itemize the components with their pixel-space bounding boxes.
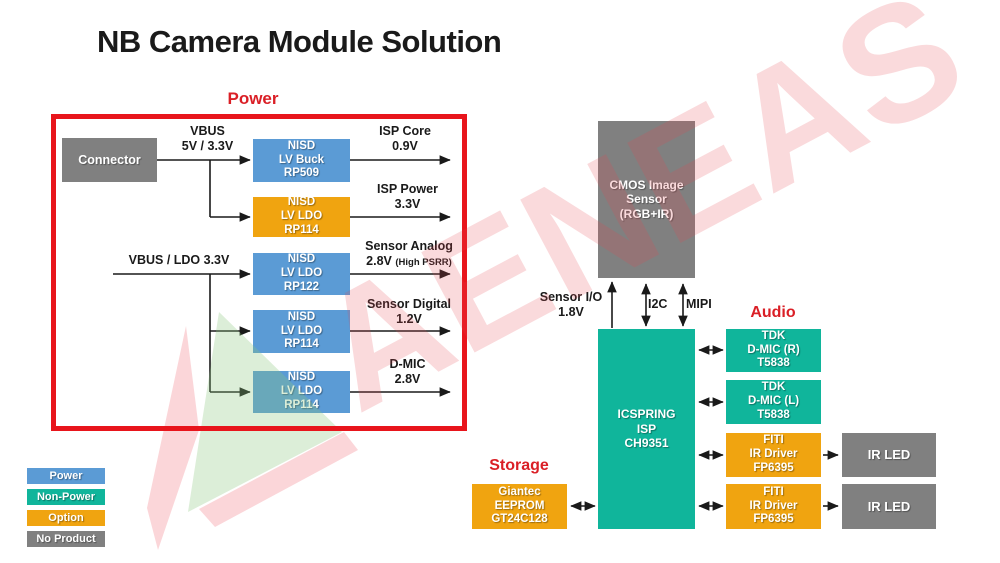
- block-nisd-lv-ldo-rp114-dmic: NISD LV LDO RP114: [253, 371, 350, 413]
- block-ir-led-2: IR LED: [842, 484, 936, 529]
- legend-option: Option: [27, 510, 105, 526]
- block-tdk-dmic-l: TDK D-MIC (L) T5838: [726, 380, 821, 424]
- block-nisd-lv-ldo-rp114-isp: NISD LV LDO RP114: [253, 196, 350, 237]
- block-cmos-image-sensor: CMOS Image Sensor (RGB+IR): [598, 121, 695, 278]
- block-ir-led-1: IR LED: [842, 433, 936, 477]
- block-connector: Connector: [62, 138, 157, 182]
- block-fiti-ir-driver-1: FITI IR Driver FP6395: [726, 433, 821, 477]
- label-sensor-analog: Sensor Analog 2.8V (High PSRR): [365, 239, 453, 268]
- block-nisd-lv-buck-rp509: NISD LV Buck RP509: [253, 139, 350, 182]
- label-dmic-rail: D-MIC 2.8V: [389, 357, 426, 386]
- label-isp-core: ISP Core 0.9V: [379, 124, 431, 153]
- block-giantec-eeprom: Giantec EEPROM GT24C128: [472, 484, 567, 529]
- label-i2c: I2C: [648, 297, 668, 311]
- label-sensor-io: Sensor I/O 1.8V: [539, 290, 603, 319]
- slide-title: NB Camera Module Solution: [97, 24, 502, 59]
- legend-non-power: Non-Power: [27, 489, 105, 505]
- block-fiti-ir-driver-2: FITI IR Driver FP6395: [726, 484, 821, 529]
- label-mipi: MIPI: [686, 297, 712, 311]
- storage-section-header: Storage: [489, 457, 549, 474]
- label-vbus-ldo: VBUS / LDO 3.3V: [128, 253, 230, 267]
- label-isp-power: ISP Power 3.3V: [377, 182, 438, 211]
- block-icspring-isp-ch9351: ICSPRING ISP CH9351: [598, 329, 695, 529]
- audio-section-header: Audio: [750, 304, 796, 321]
- label-sensor-digital: Sensor Digital 1.2V: [366, 297, 452, 326]
- legend-no-product: No Product: [27, 531, 105, 547]
- legend-power: Power: [27, 468, 105, 484]
- power-section-header: Power: [227, 89, 279, 108]
- block-nisd-lv-ldo-rp114-digital: NISD LV LDO RP114: [253, 310, 350, 353]
- block-nisd-lv-ldo-rp122: NISD LV LDO RP122: [253, 253, 350, 295]
- label-vbus: VBUS 5V / 3.3V: [181, 124, 234, 153]
- block-tdk-dmic-r: TDK D-MIC (R) T5838: [726, 329, 821, 372]
